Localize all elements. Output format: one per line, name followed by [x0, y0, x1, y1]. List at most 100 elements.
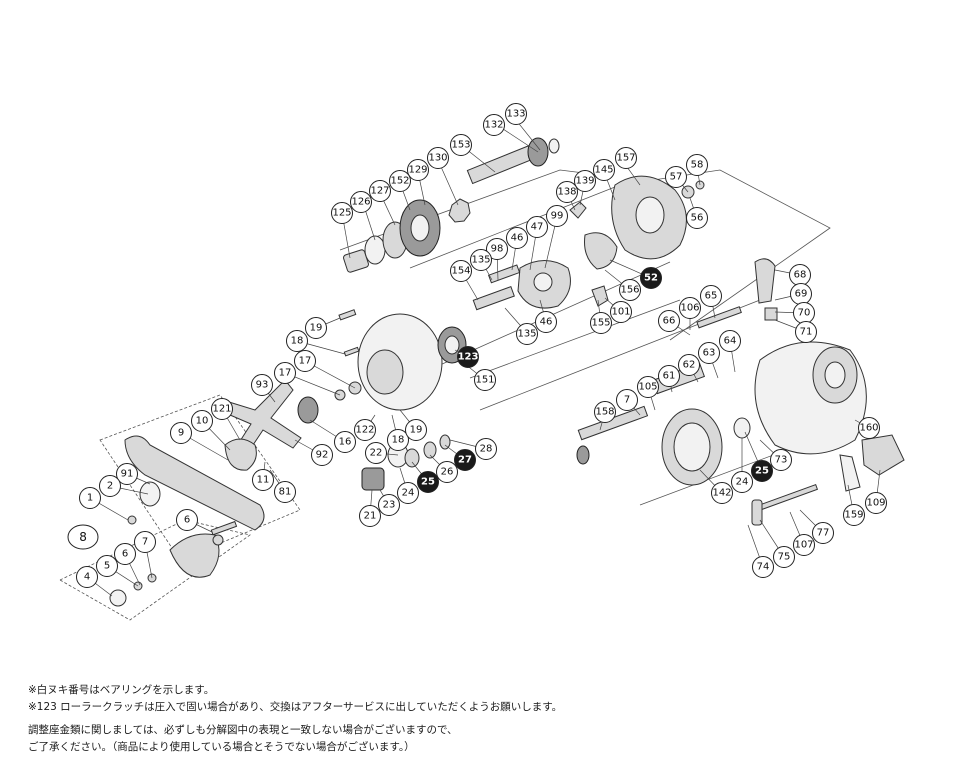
note-washers: 調整座金類に関しましては、必ずしも分解図中の表現と一致しない場合がございますので… [28, 724, 458, 736]
note-bearing: ※白ヌキ番号はベアリングを示します。 [28, 684, 215, 696]
callout-9: 9 [170, 422, 192, 444]
callout-5: 5 [96, 555, 118, 577]
callout-139: 139 [574, 170, 596, 192]
svg-text:46: 46 [540, 317, 553, 328]
callout-74: 74 [752, 556, 774, 578]
svg-text:28: 28 [480, 444, 493, 455]
svg-text:133: 133 [506, 109, 525, 120]
callout-19: 19 [305, 317, 327, 339]
callout-69: 69 [790, 283, 812, 305]
callout-19: 19 [405, 419, 427, 441]
svg-text:9: 9 [178, 428, 184, 439]
callout-26: 26 [436, 461, 458, 483]
svg-text:69: 69 [795, 289, 808, 300]
callout-68: 68 [789, 264, 811, 286]
callout-47: 47 [526, 216, 548, 238]
svg-text:56: 56 [691, 213, 704, 224]
svg-text:5: 5 [104, 561, 110, 572]
callout-52: 52 [640, 267, 662, 289]
callout-99: 99 [546, 205, 568, 227]
svg-text:75: 75 [778, 552, 791, 563]
callout-138: 138 [556, 181, 578, 203]
svg-text:121: 121 [212, 404, 231, 415]
callout-24: 24 [397, 482, 419, 504]
svg-text:27: 27 [458, 455, 472, 466]
svg-text:73: 73 [775, 455, 788, 466]
callout-92: 92 [311, 444, 333, 466]
svg-text:16: 16 [339, 437, 352, 448]
callout-11: 11 [252, 469, 274, 491]
svg-text:21: 21 [364, 511, 377, 522]
callout-56: 56 [686, 207, 708, 229]
callout-63: 63 [698, 342, 720, 364]
svg-text:138: 138 [557, 187, 576, 198]
svg-text:122: 122 [355, 425, 374, 436]
svg-text:145: 145 [594, 165, 613, 176]
callout-135: 135 [516, 323, 538, 345]
svg-text:4: 4 [84, 572, 90, 583]
callout-28: 28 [475, 438, 497, 460]
callout-105: 105 [637, 376, 659, 398]
svg-text:19: 19 [310, 323, 323, 334]
callout-16: 16 [334, 431, 356, 453]
callout-151: 151 [474, 369, 496, 391]
svg-text:99: 99 [551, 211, 564, 222]
callout-123: 123 [457, 346, 479, 368]
callout-101: 101 [610, 301, 632, 323]
svg-text:77: 77 [817, 528, 830, 539]
note-roller-clutch: ※123 ローラークラッチは圧入で固い場合があり、交換はアフターサービスに出して… [28, 701, 563, 713]
callout-75: 75 [773, 546, 795, 568]
callout-61: 61 [658, 365, 680, 387]
svg-text:129: 129 [408, 165, 427, 176]
part-callouts: 133 132 153 130 129 152 127 126 125 157 … [67, 103, 887, 588]
svg-text:63: 63 [703, 348, 716, 359]
notes-section: ※白ヌキ番号はベアリングを示します。 ※123 ローラークラッチは圧入で固い場合… [28, 682, 948, 756]
svg-text:2: 2 [107, 481, 113, 492]
svg-text:132: 132 [484, 120, 503, 131]
svg-text:151: 151 [475, 375, 494, 386]
callout-135: 135 [470, 249, 492, 271]
callout-18: 18 [286, 330, 308, 352]
svg-text:107: 107 [794, 540, 813, 551]
callout-98: 98 [486, 238, 508, 260]
callout-65: 65 [700, 285, 722, 307]
callout-27: 27 [454, 449, 476, 471]
callout-2: 2 [99, 475, 121, 497]
callout-4: 4 [76, 566, 98, 588]
svg-text:52: 52 [644, 273, 658, 284]
svg-text:155: 155 [591, 318, 610, 329]
svg-text:23: 23 [383, 500, 396, 511]
svg-text:18: 18 [291, 336, 304, 347]
svg-text:58: 58 [691, 160, 704, 171]
clutch-plate-assembly [472, 175, 705, 311]
callout-46: 46 [506, 227, 528, 249]
svg-text:153: 153 [451, 140, 470, 151]
svg-text:158: 158 [595, 407, 614, 418]
callout-10: 10 [191, 410, 213, 432]
callout-6: 6 [114, 543, 136, 565]
svg-text:81: 81 [279, 487, 292, 498]
svg-text:6: 6 [184, 515, 190, 526]
svg-text:61: 61 [663, 371, 676, 382]
callout-142: 142 [711, 482, 733, 504]
callout-8: 8 [67, 524, 99, 550]
callout-1: 1 [79, 487, 101, 509]
callout-122: 122 [354, 419, 376, 441]
svg-text:26: 26 [441, 467, 454, 478]
svg-text:93: 93 [256, 380, 269, 391]
svg-text:125: 125 [332, 208, 351, 219]
callout-46: 46 [535, 311, 557, 333]
svg-text:6: 6 [122, 549, 128, 560]
callout-133: 133 [505, 103, 527, 125]
svg-text:66: 66 [663, 316, 676, 327]
svg-text:154: 154 [451, 266, 470, 277]
callout-25: 25 [417, 471, 439, 493]
callout-107: 107 [793, 534, 815, 556]
svg-text:71: 71 [800, 327, 813, 338]
callout-58: 58 [686, 154, 708, 176]
callout-73: 73 [770, 449, 792, 471]
svg-text:8: 8 [79, 530, 87, 544]
svg-text:92: 92 [316, 450, 329, 461]
callout-70: 70 [793, 302, 815, 324]
callout-17: 17 [274, 362, 296, 384]
